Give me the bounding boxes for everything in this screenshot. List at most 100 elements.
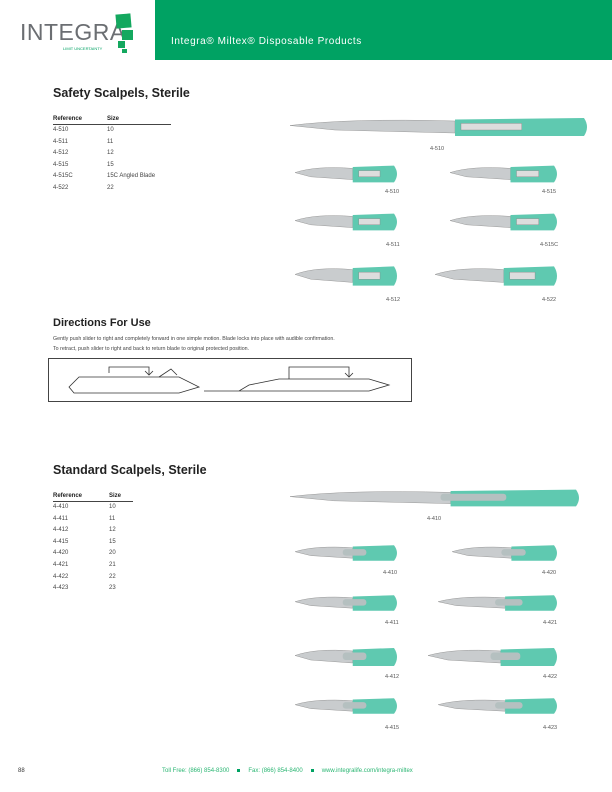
scalpel-label: 4-422 [543, 674, 558, 680]
scalpel-image [294, 540, 400, 571]
table-row: 4-510 10 [53, 125, 171, 137]
scalpel-image [294, 208, 400, 241]
directions-title: Directions For Use [53, 317, 151, 329]
size-cell: 12 [109, 527, 116, 534]
scalpel-image [294, 590, 400, 621]
col-reference: Reference [53, 493, 83, 499]
directions-diagram [48, 358, 412, 402]
table-row: 4-522 22 [53, 183, 171, 195]
table-row: 4-511 11 [53, 137, 171, 149]
scalpel-label: 4-423 [543, 725, 558, 731]
reference-cell: 4-412 [53, 527, 69, 534]
scalpel-label: 4-410 [427, 516, 442, 522]
fax: Fax: (866) 854-8400 [248, 768, 303, 774]
reference-cell: 4-411 [53, 515, 68, 522]
size-cell: 10 [109, 504, 116, 510]
header-bar [155, 0, 612, 60]
scalpel-image [437, 693, 560, 724]
size-cell: 11 [107, 138, 114, 145]
scalpel-image [437, 590, 560, 621]
scalpel-label: 4-415 [385, 725, 400, 731]
col-reference: Reference [53, 116, 83, 122]
scalpel-label: 4-410 [383, 570, 398, 576]
reference-cell: 4-420 [53, 550, 69, 557]
logo-square [115, 13, 132, 29]
scalpel-image [434, 260, 560, 297]
header-title: Integra® Miltex® Disposable Products [171, 36, 362, 47]
toll-free: Toll Free: (866) 854-8300 [162, 768, 230, 774]
standard-section-title: Standard Scalpels, Sterile [53, 463, 207, 477]
bullet-icon [310, 768, 314, 772]
safety-table: Reference Size 4-510 10 4-511 11 4-512 12 4-515… [53, 115, 171, 195]
scalpel-image [294, 642, 400, 677]
logo-square [122, 49, 127, 53]
scalpel-image [449, 160, 560, 193]
reference-cell: 4-512 [53, 150, 69, 157]
table-row: 4-415 15 [53, 537, 133, 549]
size-cell: 15 [109, 538, 116, 545]
size-cell: 12 [107, 150, 114, 157]
size-cell: 15C Angled Blade [107, 173, 156, 180]
directions-line: Gently push slider to right and complete… [53, 336, 335, 342]
scalpel-label: 4-515 [542, 189, 557, 195]
size-cell: 15 [107, 161, 114, 168]
logo-square [118, 41, 125, 48]
reference-cell: 4-422 [53, 573, 69, 580]
page-number: 88 [18, 768, 25, 774]
size-cell: 20 [109, 550, 116, 557]
table-row: 4-515 15 [53, 160, 171, 172]
scalpel-image [427, 642, 560, 677]
reference-cell: 4-511 [53, 138, 68, 145]
scalpel-image [449, 208, 560, 241]
scalpel-label: 4-522 [542, 297, 557, 303]
reference-cell: 4-510 [53, 127, 69, 133]
scalpel-label: 4-515C [540, 242, 559, 248]
reference-cell: 4-410 [53, 504, 69, 510]
directions-line: To retract, push slider to right and bac… [53, 346, 250, 352]
size-cell: 22 [109, 573, 116, 580]
size-cell: 23 [109, 585, 116, 592]
logo-text: INTEGRA [20, 19, 126, 45]
reference-cell: 4-421 [53, 561, 69, 568]
scalpel-image [451, 540, 560, 571]
scalpel-image [294, 160, 400, 193]
scalpel-image [294, 693, 400, 724]
scalpel-label: 4-510 [430, 146, 445, 152]
size-cell: 11 [109, 515, 116, 522]
reference-cell: 4-423 [53, 585, 69, 592]
size-cell: 21 [109, 561, 116, 568]
footer-contact: Toll Free: (866) 854-8300 Fax: (866) 854-… [162, 767, 413, 775]
table-row: 4-412 12 [53, 525, 133, 537]
directions-text: Gently push slider to right and complete… [53, 334, 335, 354]
website-link[interactable]: www.integralife.com/integra-miltex [321, 768, 413, 774]
reference-cell: 4-415 [53, 538, 69, 545]
scalpel-image [289, 484, 582, 517]
table-row: 4-422 22 [53, 572, 133, 584]
reference-cell: 4-522 [53, 184, 69, 191]
logo-tagline: LIMIT UNCERTAINTY [63, 46, 103, 51]
scalpel-label: 4-421 [543, 620, 558, 626]
size-cell: 22 [107, 184, 114, 191]
size-cell: 10 [107, 127, 114, 133]
scalpel-label: 4-411 [385, 620, 399, 626]
table-row: 4-411 11 [53, 514, 133, 526]
table-row: 4-423 23 [53, 583, 133, 595]
scalpel-label: 4-412 [385, 674, 400, 680]
table-row: 4-420 20 [53, 548, 133, 560]
bullet-icon [237, 768, 241, 772]
scalpel-image [289, 112, 590, 147]
table-row: 4-421 21 [53, 560, 133, 572]
reference-cell: 4-515 [53, 161, 69, 168]
logo-square [122, 30, 133, 40]
scalpel-label: 4-510 [385, 189, 400, 195]
safety-section-title: Safety Scalpels, Sterile [53, 86, 190, 100]
scalpel-image [294, 260, 400, 297]
scalpel-label: 4-512 [386, 297, 401, 303]
table-row: 4-410 10 [53, 502, 133, 514]
col-size: Size [107, 116, 120, 122]
scalpel-label: 4-420 [542, 570, 557, 576]
